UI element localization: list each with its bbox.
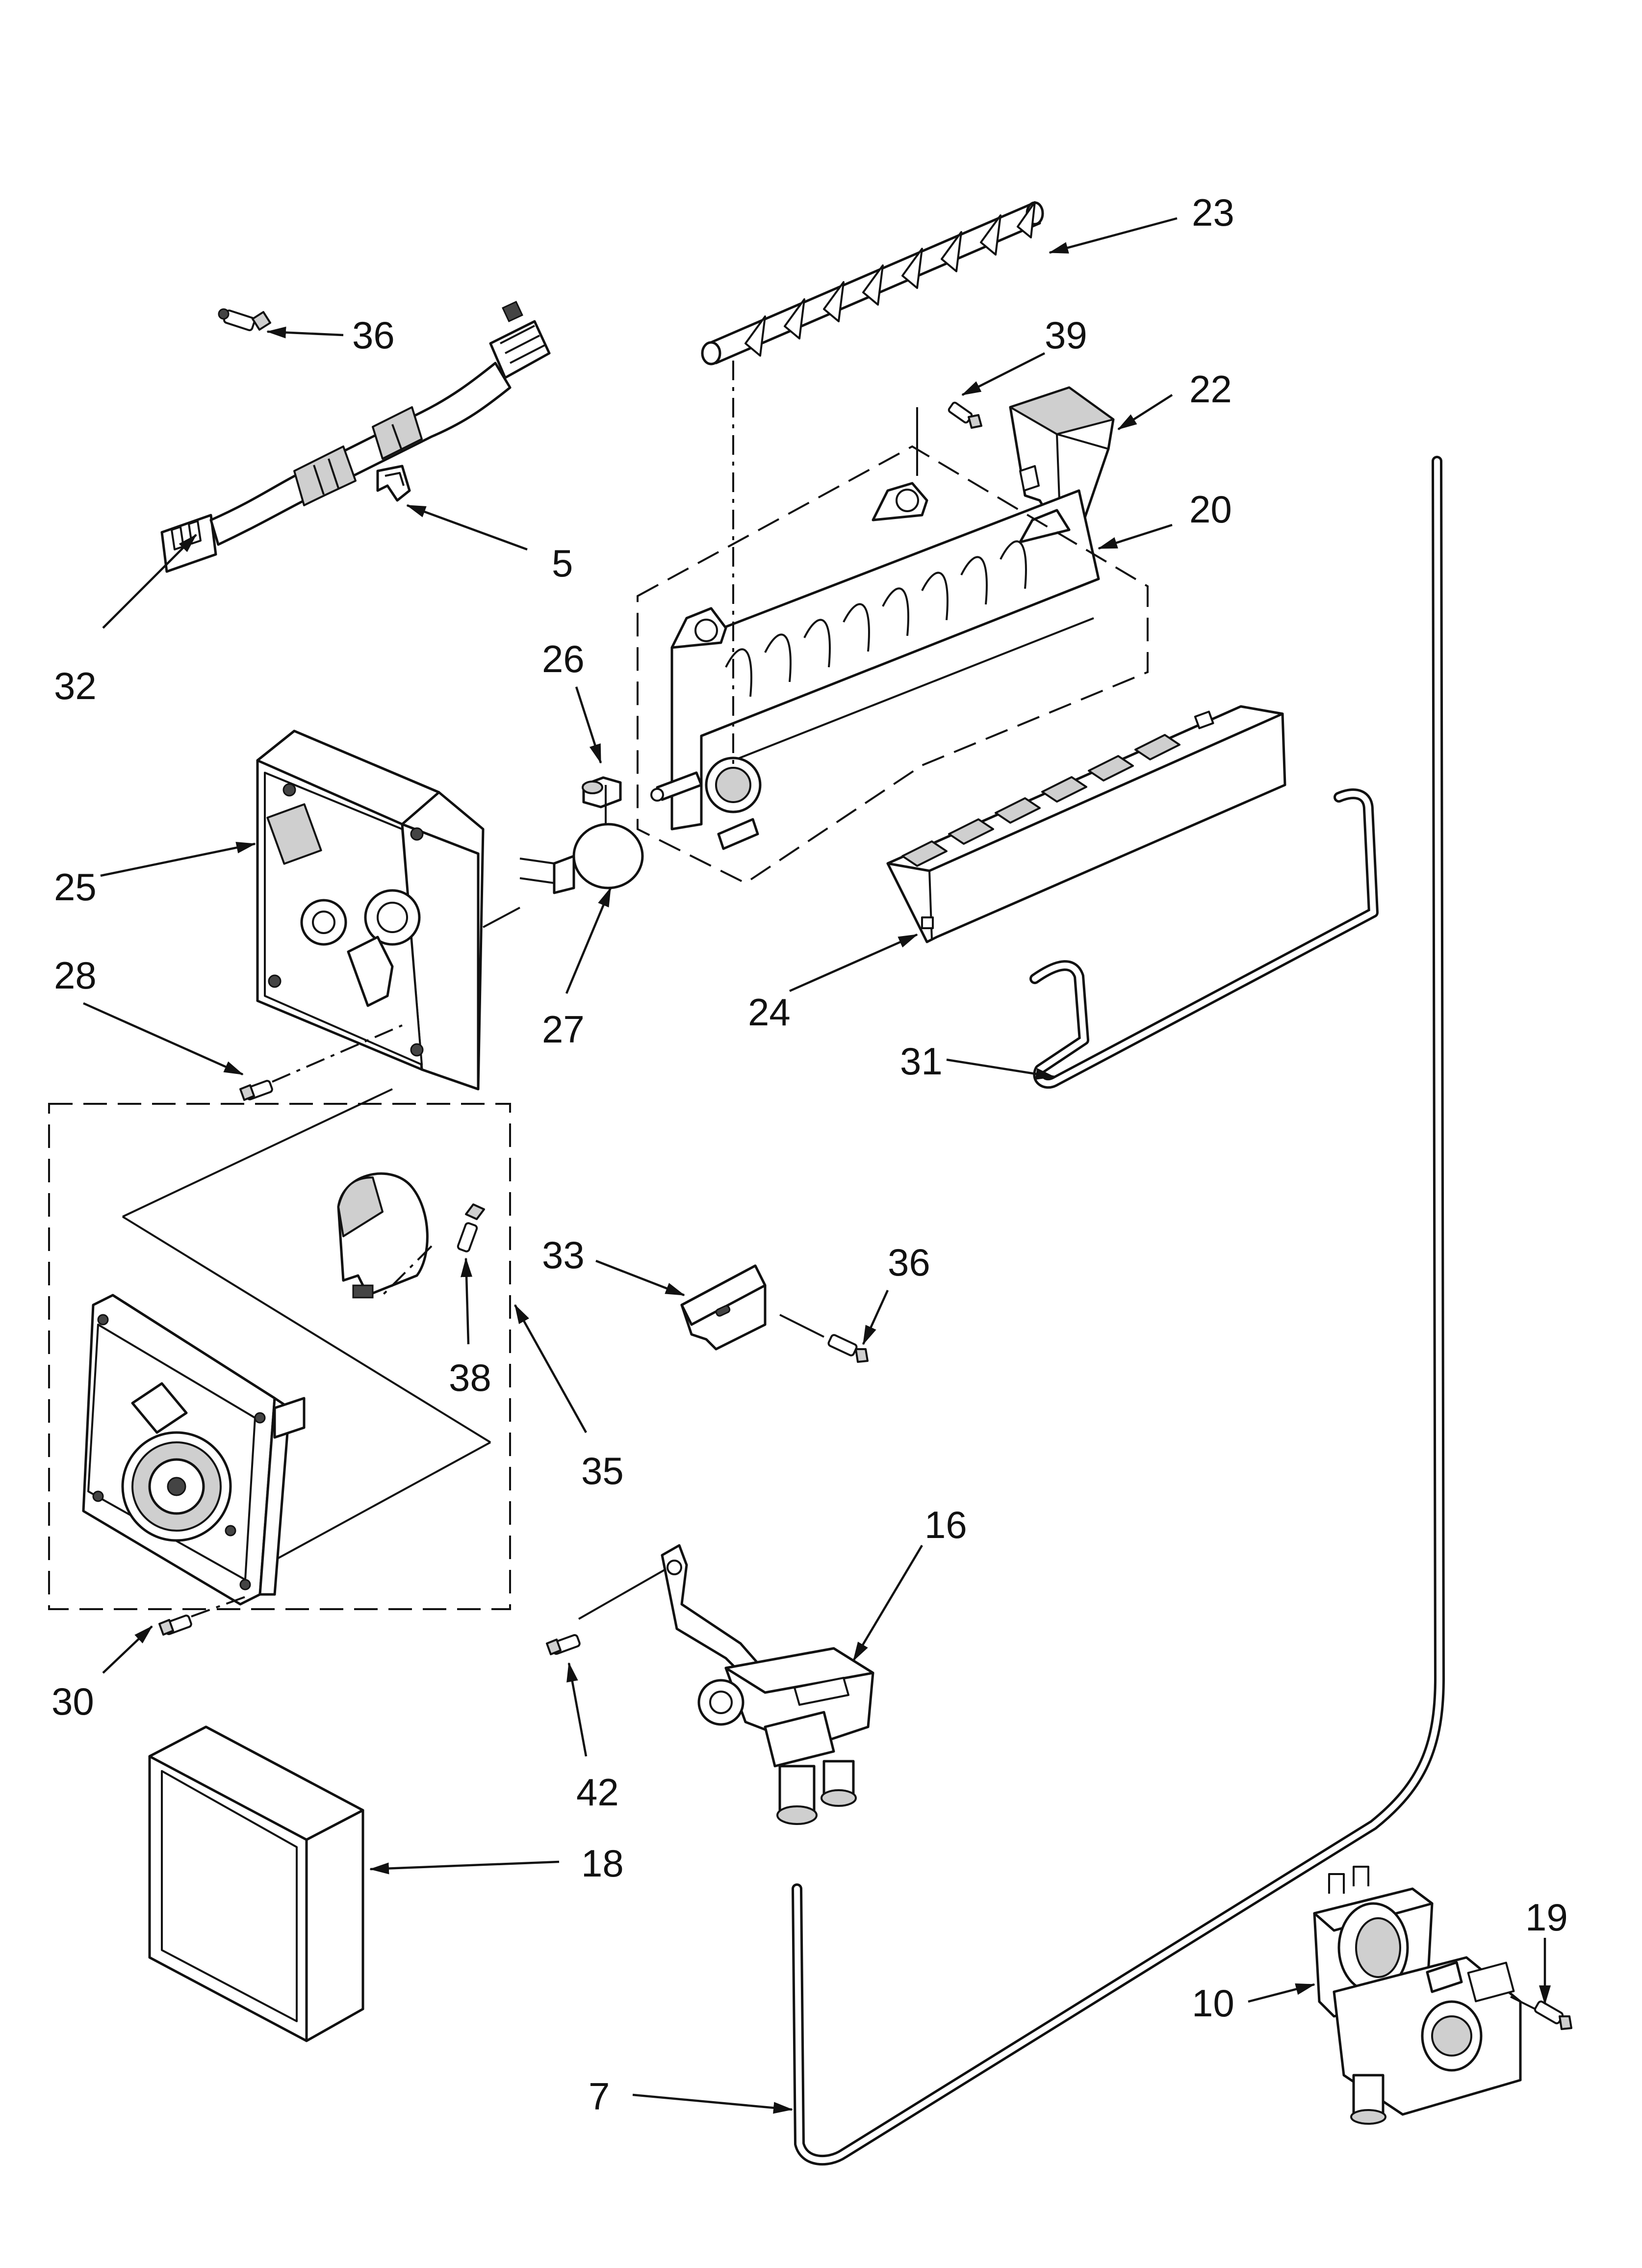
callout-31: 31	[900, 1040, 943, 1083]
module-35-alignment-lines	[122, 1088, 491, 1561]
screw-38	[382, 1203, 485, 1296]
cover-18	[148, 1725, 364, 2042]
screw-28	[239, 1024, 403, 1101]
callout-16: 16	[924, 1503, 967, 1546]
screw-39	[948, 401, 982, 429]
screw-36-top	[218, 308, 271, 332]
callout-22: 22	[1189, 367, 1232, 411]
bracket-33	[680, 1264, 767, 1351]
fill-cup-22	[1009, 386, 1115, 541]
clip-5	[376, 465, 411, 502]
mold-20-outline	[637, 445, 1149, 885]
callout-28: 28	[54, 954, 97, 997]
callout-19: 19	[1525, 1896, 1568, 1939]
module-plate-35	[82, 1294, 306, 1606]
heater-plug-27	[519, 785, 644, 894]
ejector-23	[701, 201, 1044, 365]
water-valve-10	[1313, 1866, 1522, 2125]
stripper-24	[886, 705, 1286, 943]
callout-labels: 23 36 39 22 20 5 32 26 25 28 27 24 31 33…	[51, 191, 1568, 2118]
housing-25	[256, 730, 520, 1091]
callout-7: 7	[589, 2075, 610, 2118]
mold-20	[650, 482, 1100, 850]
callout-30: 30	[51, 1680, 94, 1723]
callout-32: 32	[54, 664, 97, 707]
callout-20: 20	[1189, 488, 1232, 531]
screw-19	[1510, 1996, 1572, 2030]
callout-26: 26	[542, 637, 585, 680]
callout-25: 25	[54, 865, 97, 909]
callout-5: 5	[552, 542, 573, 585]
callout-33: 33	[542, 1233, 585, 1277]
callout-24: 24	[748, 991, 791, 1034]
callout-39: 39	[1045, 313, 1087, 357]
screw-30	[158, 1596, 246, 1636]
fitting-26	[582, 776, 622, 808]
callout-23: 23	[1192, 191, 1234, 234]
module-35-outline	[48, 1103, 511, 1610]
water-tube-7	[792, 456, 1445, 2166]
callout-27: 27	[542, 1008, 585, 1051]
screw-42	[546, 1634, 581, 1655]
leader-lines	[83, 217, 1551, 2114]
callout-18: 18	[581, 1842, 624, 1885]
callout-42: 42	[576, 1771, 619, 1814]
callout-35: 35	[581, 1449, 624, 1492]
screw-36-bottom	[779, 1314, 869, 1363]
callout-36-bottom: 36	[888, 1241, 930, 1284]
valve-16	[578, 1544, 874, 1825]
callout-38: 38	[449, 1356, 491, 1399]
motor-38	[337, 1172, 429, 1299]
wire-harness-32	[160, 301, 551, 573]
callout-10: 10	[1192, 1981, 1234, 2025]
callout-36-top: 36	[352, 313, 395, 357]
